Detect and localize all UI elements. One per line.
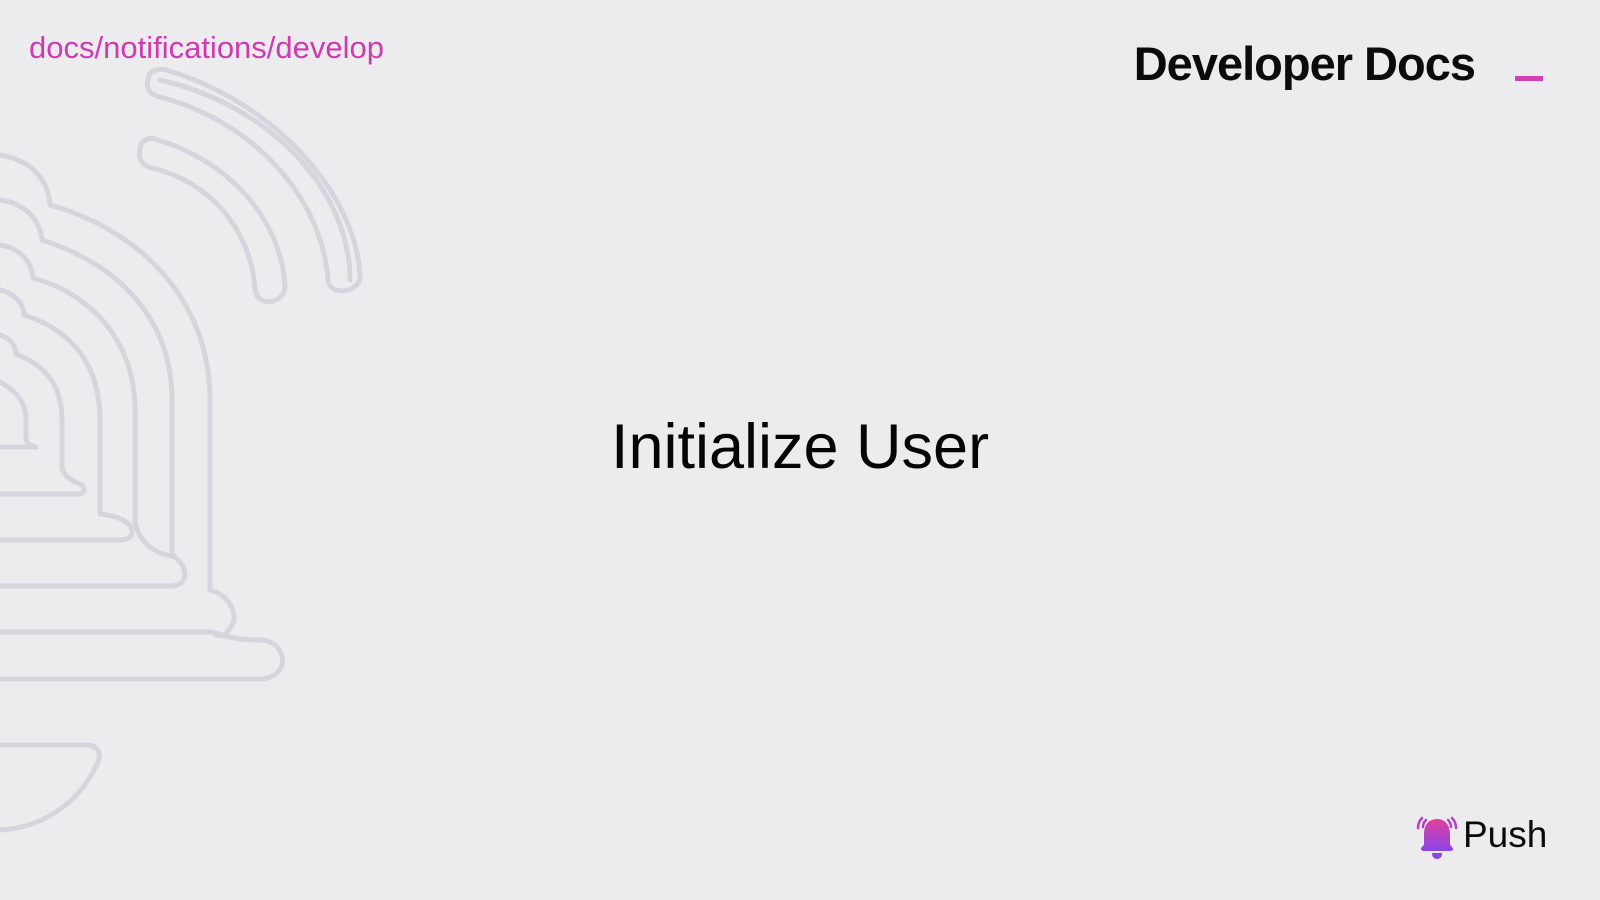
- cursor-underscore: [1515, 76, 1543, 81]
- push-logo-text: Push: [1463, 814, 1548, 855]
- bell-outline-icon: [0, 66, 363, 833]
- developer-docs-title: Developer Docs: [1133, 37, 1476, 90]
- push-logo: Push: [1415, 810, 1548, 860]
- bell-logo-icon: [1416, 816, 1458, 859]
- slide-title: Initialize User: [610, 412, 990, 482]
- breadcrumb-link[interactable]: docs/notifications/develop: [29, 30, 385, 65]
